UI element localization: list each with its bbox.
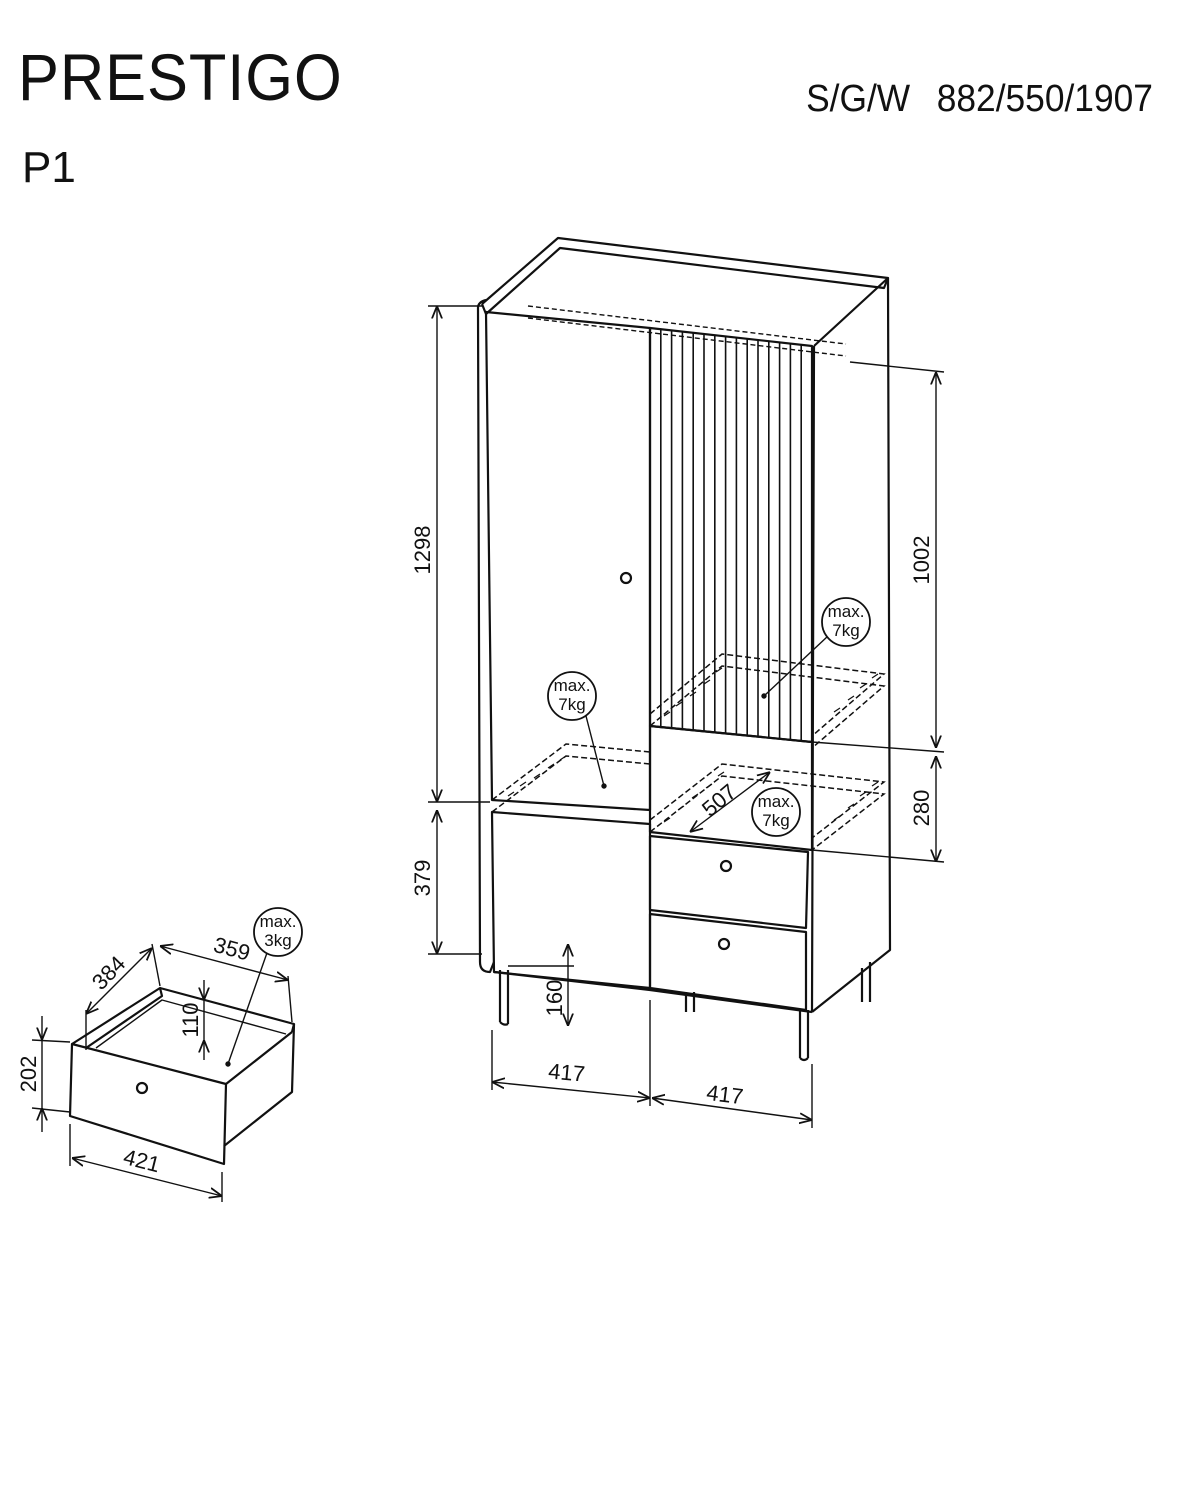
leg-front-left <box>498 970 510 1026</box>
shelves <box>491 653 886 851</box>
leg-back-right <box>860 962 872 1002</box>
left-lower-door <box>490 810 652 990</box>
left-door-knob <box>619 571 633 585</box>
dimension-lines <box>428 305 945 1128</box>
badge-line2: 7kg <box>558 695 585 714</box>
dim-left-width: 417 <box>547 1058 586 1086</box>
wardrobe-top-panel <box>481 236 890 347</box>
drawer-knob <box>135 1081 149 1095</box>
badge-line1: max. <box>260 912 297 931</box>
badge-line2: 7kg <box>762 811 789 830</box>
dim-drawer-depth: 384 <box>87 951 130 995</box>
badge-line1: max. <box>554 676 591 695</box>
dim-leg-height: 160 <box>542 980 567 1017</box>
shelf-pins <box>507 667 879 823</box>
dim-drawer-height: 202 <box>16 1056 41 1093</box>
drawer-front <box>68 1042 228 1166</box>
load-badge-left: max. 7kg <box>547 671 597 721</box>
dim-right-upper-height: 1002 <box>909 536 934 585</box>
left-door-edge <box>476 298 496 974</box>
dim-right-width: 417 <box>705 1080 744 1109</box>
left-door <box>484 310 652 812</box>
load-badge-drawer: max. 3kg <box>253 907 303 957</box>
drawer-dimension-lines <box>31 944 293 1202</box>
hinge-rail <box>527 305 847 357</box>
drawer-right-wall <box>223 1023 296 1147</box>
door-flutes <box>659 329 803 741</box>
badge-line2: 7kg <box>832 621 859 640</box>
drawer-bottom <box>95 999 287 1049</box>
badge-line1: max. <box>758 792 795 811</box>
badge-line2: 3kg <box>264 931 291 950</box>
dim-shelf-depth: 507 <box>697 779 741 822</box>
leg-front-mid <box>684 992 696 1012</box>
upper-drawer-knob <box>719 859 733 873</box>
lower-drawer-knob <box>717 937 731 951</box>
fluted-door <box>648 326 814 744</box>
lower-drawer-front <box>648 912 808 1012</box>
shelf-right-lower <box>649 763 886 851</box>
product-title: PRESTIGO <box>18 40 343 114</box>
overall-dimensions: S/G/W 882/550/1907 <box>806 80 1153 118</box>
badge-line1: max. <box>828 602 865 621</box>
dims-value: 882/550/1907 <box>936 78 1153 120</box>
dims-label: S/G/W <box>806 78 911 120</box>
model-code: P1 <box>22 143 76 192</box>
bottom-plinth <box>493 970 813 1014</box>
load-badge-lower-right: max. 7kg <box>751 787 801 837</box>
dim-right-shelf-gap: 280 <box>909 790 934 827</box>
leg-front-right <box>798 1010 810 1062</box>
wardrobe-top-edge <box>480 246 890 316</box>
upper-drawer-front <box>648 834 810 930</box>
load-badge-upper-right: max. 7kg <box>821 597 871 647</box>
dim-lower-left-height: 379 <box>410 860 435 897</box>
dim-drawer-inner-height: 110 <box>178 1002 203 1037</box>
drawer-left-wall <box>71 986 164 1049</box>
shelf-right-upper <box>649 653 886 749</box>
dim-upper-left-height: 1298 <box>410 526 435 575</box>
wardrobe <box>476 236 892 1062</box>
